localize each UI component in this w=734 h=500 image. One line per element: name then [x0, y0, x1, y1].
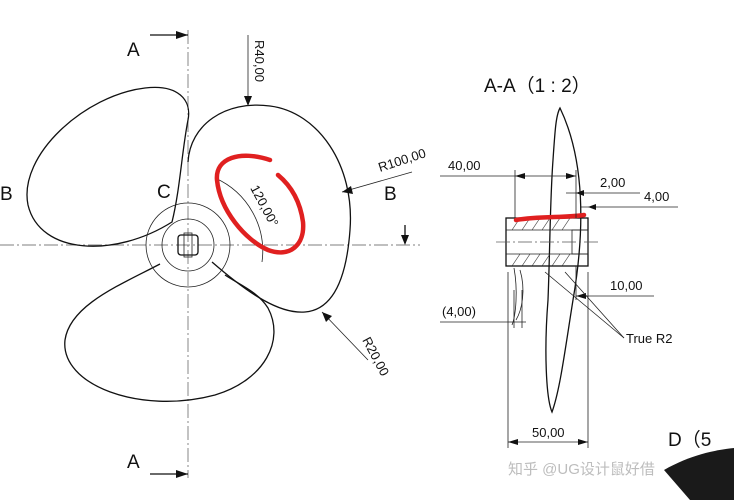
propeller-front-view: A A B B C R40,00 R100,00 120,00° R20,00: [0, 30, 428, 478]
dim-4: 4,00: [644, 189, 669, 204]
blade-left: [26, 86, 190, 247]
blade-section-profile: [545, 106, 582, 414]
view-mark-right: B: [384, 184, 397, 205]
dim-50: 50,00: [532, 425, 565, 440]
markup-ellipse: [214, 153, 306, 255]
true-r2-leader-2: [564, 271, 625, 339]
blade-bottom: [64, 263, 275, 402]
blade-right: [187, 104, 352, 313]
hub-outer-circle: [145, 202, 231, 288]
blade-lower-fin: [515, 269, 524, 321]
dim-40-arrow-r: [566, 173, 576, 179]
dim-40-arrow-l: [515, 173, 525, 179]
dim-2-arrow: [576, 190, 584, 196]
markup-underline: [513, 212, 587, 223]
dim-r40: R40,00: [252, 40, 267, 82]
center-label: C: [157, 182, 171, 203]
section-arrow-top-head: [176, 31, 188, 39]
r100-leader: [341, 171, 413, 193]
true-r2-leader-1: [544, 271, 625, 339]
dim-4-arrow: [588, 204, 596, 210]
dim-4-ref: (4,00): [442, 304, 476, 319]
detail-corner-shape: [664, 448, 734, 500]
r20-arrow: [322, 312, 332, 322]
hub-bore: [177, 234, 199, 256]
dim-10-arrow: [576, 293, 586, 299]
section-view-aa: A-A（1 : 2）: [440, 75, 678, 448]
hub-keyway: [183, 232, 193, 258]
r100-arrow: [342, 186, 353, 194]
dim-10: 10,00: [610, 278, 643, 293]
section-mark-bottom: A: [127, 452, 140, 473]
r40-arrow: [244, 96, 252, 106]
view-mark-left: B: [0, 184, 13, 205]
section-mark-top: A: [127, 40, 140, 61]
hub-inner-circle: [161, 218, 215, 272]
r20-leader: [321, 311, 369, 361]
dim-2: 2,00: [600, 175, 625, 190]
true-r2: True R2: [626, 331, 672, 346]
dim-40: 40,00: [448, 158, 481, 173]
dim-50-arrow-r: [578, 439, 588, 445]
dim-r100: R100,00: [376, 145, 427, 174]
dim-angle: 120,00°: [247, 182, 281, 229]
section-arrow-bottom-head: [176, 470, 188, 478]
detail-label: D（5: [668, 429, 711, 451]
section-title: A-A（1 : 2）: [484, 75, 591, 97]
watermark: 知乎 @UG设计鼠好借: [508, 461, 655, 478]
view-b-arrow-head: [401, 235, 409, 245]
dim-50-arrow-l: [508, 439, 518, 445]
